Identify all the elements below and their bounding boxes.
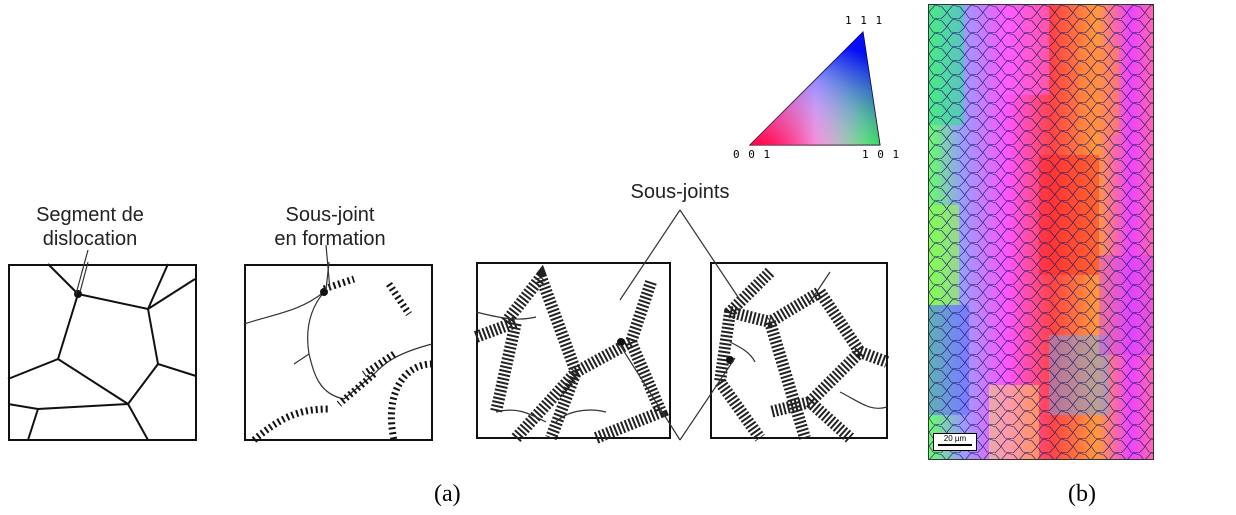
diagram-box-dislocation — [7, 261, 197, 441]
ebsd-orientation-map — [928, 4, 1154, 460]
label-segment-line1: Segment de — [36, 204, 144, 226]
scale-bar-label: 20 µm — [943, 434, 967, 443]
ipf-label-001: 0 0 1 — [733, 148, 772, 161]
label-segment-dislocation: Segment de dislocation — [20, 203, 160, 251]
ipf-label-101: 1 0 1 — [862, 148, 901, 161]
label-sous-joint-formation: Sous-joint en formation — [245, 203, 415, 251]
scale-bar: 20 µm — [933, 433, 977, 451]
label-segment-line2: dislocation — [42, 228, 138, 250]
ipf-color-triangle — [748, 30, 881, 146]
label-sousjoint-line1: Sous-joint — [285, 204, 375, 226]
diagram-box-sous-joints-left — [473, 262, 671, 444]
caption-b: (b) — [1068, 481, 1096, 507]
ipf-label-111: 1 1 1 — [845, 14, 884, 27]
scale-bar-line — [938, 444, 972, 446]
label-sous-joints: Sous-joints — [630, 181, 730, 203]
caption-a: (a) — [434, 481, 461, 507]
diagram-box-sous-joint — [243, 261, 433, 443]
label-sousjoint-line2: en formation — [274, 228, 386, 250]
diagram-box-sous-joints-right — [710, 262, 890, 443]
